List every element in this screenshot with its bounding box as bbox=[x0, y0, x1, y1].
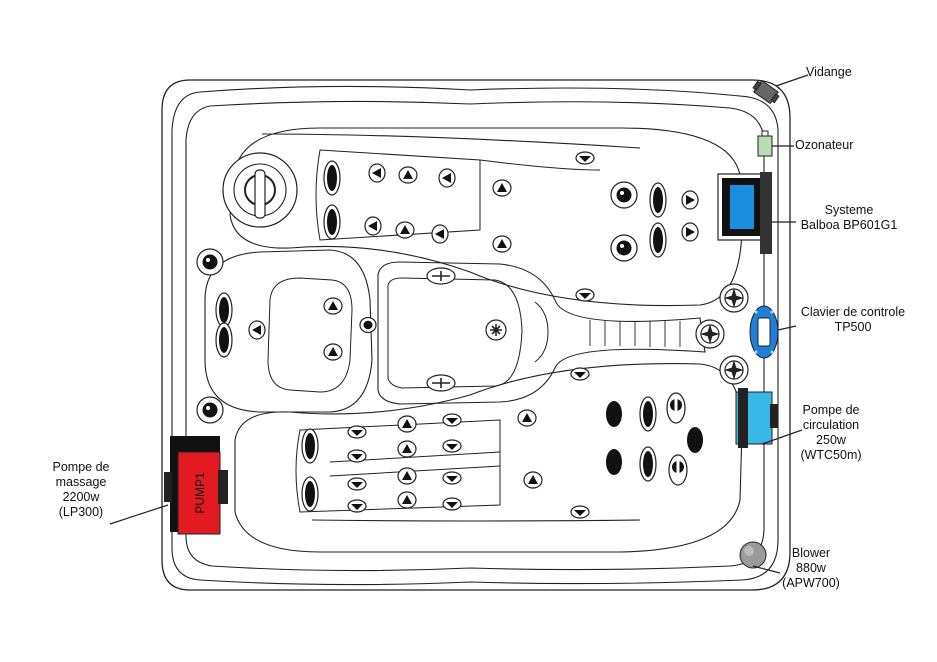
corner-jet-top-left bbox=[196, 248, 224, 276]
footwell-inner bbox=[387, 277, 523, 389]
top-seat-outline bbox=[229, 127, 743, 307]
ozonator-box bbox=[757, 135, 773, 157]
pump-label: PUMP1 bbox=[193, 472, 207, 514]
diverter-valve-middle bbox=[695, 319, 725, 349]
label-clavier: Clavier de controle TP500 bbox=[800, 305, 906, 334]
circulation-leader bbox=[761, 429, 803, 445]
top-strip-1 bbox=[261, 133, 641, 149]
label-vidange: Vidange bbox=[806, 65, 852, 79]
diverter-valve-top bbox=[719, 283, 749, 313]
top-strip-3 bbox=[479, 159, 601, 171]
label-pompe-massage: Pompe de massage 2200w (LP300) bbox=[52, 460, 110, 519]
control-keypad bbox=[749, 305, 779, 359]
massage-pump-leader bbox=[109, 504, 169, 525]
spa-inner-rim bbox=[185, 100, 765, 572]
balboa-control-box bbox=[717, 172, 772, 254]
circulation-pump bbox=[735, 388, 778, 448]
footwell-step bbox=[534, 301, 549, 363]
drain-leader bbox=[775, 74, 809, 87]
footwell-jets bbox=[426, 267, 507, 392]
spa-rim-line bbox=[171, 85, 779, 586]
channel-ribs bbox=[589, 320, 681, 347]
left-lounge-inner bbox=[267, 277, 353, 393]
label-systeme: Systeme Balboa BP601G1 bbox=[800, 203, 898, 232]
blower-unit bbox=[739, 541, 767, 569]
spa-outer-shell bbox=[161, 79, 791, 591]
corner-jet-bottom-left bbox=[196, 396, 224, 424]
label-blower: Blower 880w (APW700) bbox=[782, 546, 840, 590]
drain-valve bbox=[752, 79, 780, 105]
filter-skimmer bbox=[222, 152, 298, 228]
bottom-strip-1 bbox=[311, 519, 641, 522]
footwell-outer bbox=[377, 261, 706, 405]
label-pompe-circulation: Pompe de circulation 250w (WTC50m) bbox=[800, 403, 862, 462]
left-lounge-outline bbox=[204, 249, 373, 413]
diverter-valve-bottom bbox=[719, 355, 749, 385]
bottom-strip-2 bbox=[295, 419, 501, 513]
massage-pump: PUMP1 bbox=[164, 436, 228, 535]
blower-leader bbox=[752, 565, 781, 574]
keypad-leader bbox=[777, 325, 797, 331]
label-ozonateur: Ozonateur bbox=[795, 138, 854, 152]
bottom-seat-outline bbox=[234, 363, 743, 553]
